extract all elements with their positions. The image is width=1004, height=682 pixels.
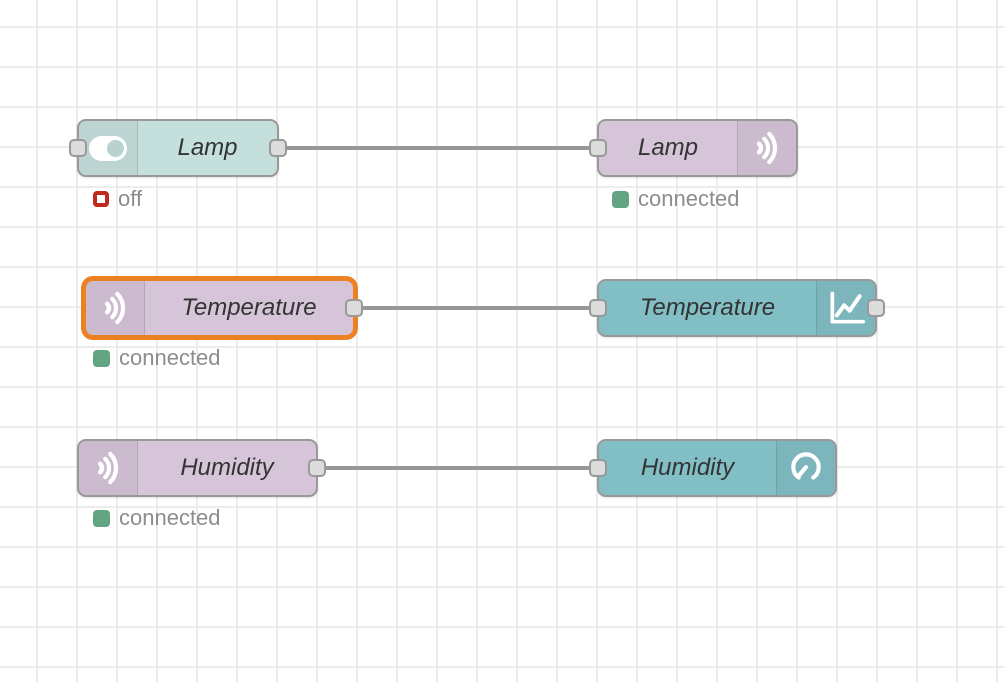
output-port[interactable]: [308, 459, 326, 477]
node-label: Lamp: [637, 134, 699, 161]
node-status: off: [93, 186, 142, 212]
status-text: connected: [119, 345, 221, 370]
node-label: Humidity: [180, 454, 274, 481]
wire-lamp[interactable]: [279, 146, 597, 150]
status-ring-red-icon: [93, 191, 109, 207]
node-status: connected: [612, 186, 740, 212]
input-port[interactable]: [589, 299, 607, 317]
broadcast-icon: [79, 441, 138, 495]
node-temperature-chart[interactable]: Temperature: [589, 279, 885, 337]
chart-icon: [816, 281, 875, 335]
toggle-icon: [79, 121, 138, 175]
wire-humidity[interactable]: [318, 466, 597, 470]
status-dot-green-icon: [93, 509, 110, 527]
node-lamp-out[interactable]: Lamp: [589, 119, 798, 177]
node-lamp-switch[interactable]: Lamp: [69, 119, 287, 177]
status-dot-green-icon: [93, 349, 110, 367]
status-text: connected: [638, 186, 740, 211]
input-port[interactable]: [69, 139, 87, 157]
input-port[interactable]: [589, 139, 607, 157]
node-label: Temperature: [181, 294, 317, 321]
broadcast-icon: [86, 281, 145, 335]
node-humidity-gauge[interactable]: Humidity: [589, 439, 837, 497]
output-port[interactable]: [345, 299, 363, 317]
wire-temperature[interactable]: [355, 306, 597, 310]
broadcast-icon: [737, 121, 796, 175]
output-port[interactable]: [867, 299, 885, 317]
status-text: connected: [119, 505, 221, 530]
node-label: Lamp: [177, 134, 238, 161]
node-label: Temperature: [639, 294, 776, 321]
input-port[interactable]: [589, 459, 607, 477]
status-text: off: [118, 186, 143, 211]
output-port[interactable]: [269, 139, 287, 157]
gauge-icon: [776, 441, 835, 495]
node-temperature-in[interactable]: Temperature: [84, 279, 363, 337]
node-humidity-in[interactable]: Humidity: [77, 439, 326, 497]
node-status: connected: [93, 505, 221, 531]
node-status: connected: [93, 345, 221, 371]
node-label: Humidity: [640, 454, 735, 481]
status-dot-green-icon: [612, 190, 629, 208]
